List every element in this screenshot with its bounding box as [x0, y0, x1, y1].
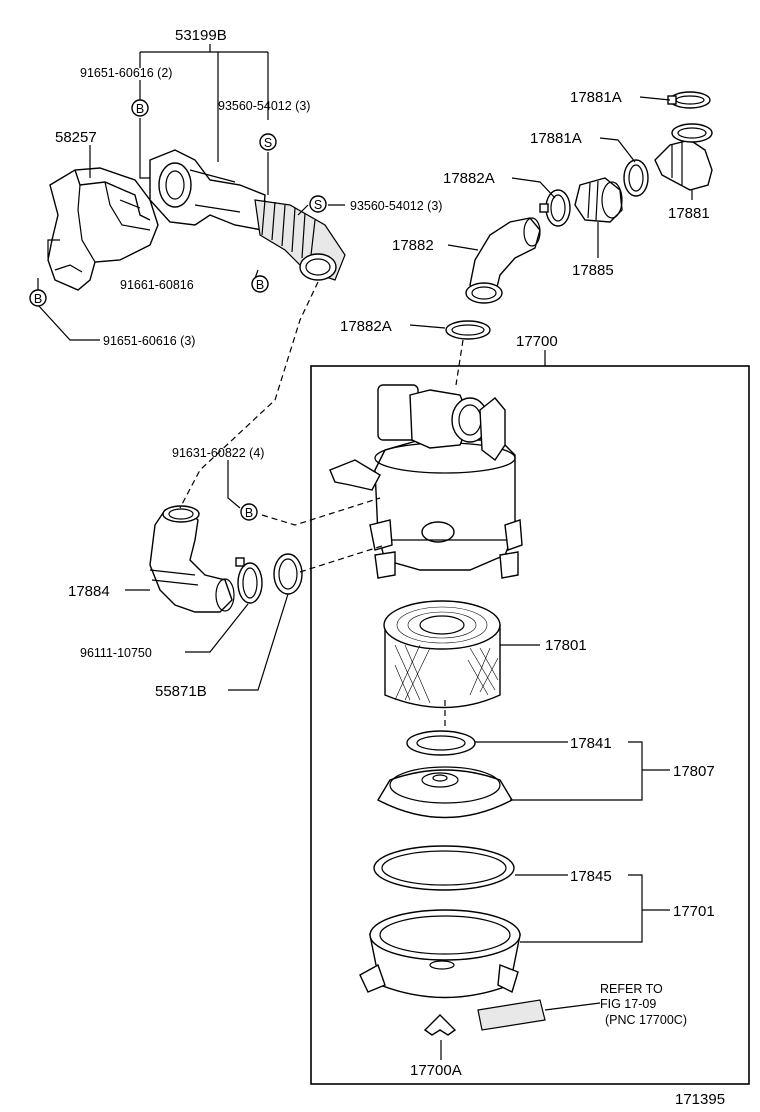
label-93560-3a: 93560-54012 (3) — [218, 99, 310, 113]
marker-b-text: B — [34, 292, 42, 306]
marker-s-1: S — [259, 133, 277, 151]
marker-b-1: B — [131, 99, 149, 117]
filter-element-17801 — [383, 600, 501, 709]
label-17701: 17701 — [673, 903, 715, 920]
label-17700a: 17700A — [410, 1062, 462, 1079]
label-17882a-bottom: 17882A — [340, 318, 392, 335]
gasket-17845 — [373, 845, 515, 891]
decal-17700c — [477, 999, 546, 1031]
clamp-96111 — [235, 557, 263, 604]
part-labels: 53199B 91651-60616 (2) 93560-54012 (3) 5… — [55, 27, 725, 1108]
marker-b-3: B — [29, 289, 47, 307]
intake-hose-53199b — [149, 149, 346, 281]
label-58257: 58257 — [55, 129, 97, 146]
label-17801: 17801 — [545, 637, 587, 654]
leader-lines — [37, 44, 693, 1060]
label-refer-line1: REFER TO — [600, 982, 663, 996]
marker-b-text: B — [136, 102, 144, 116]
marker-b-4: B — [240, 503, 258, 521]
marker-b-text: B — [256, 278, 264, 292]
label-17885: 17885 — [572, 262, 614, 279]
case-17701 — [359, 909, 521, 999]
assembly-frame — [310, 365, 750, 1085]
seal-17841 — [406, 730, 476, 756]
hose-17884 — [149, 505, 235, 613]
label-17881: 17881 — [668, 205, 710, 222]
label-17882a-top: 17882A — [443, 170, 495, 187]
label-53199b: 53199B — [175, 27, 227, 44]
marker-b-2: B — [251, 275, 269, 293]
label-17884: 17884 — [68, 583, 110, 600]
figure-number: 171395 — [675, 1091, 725, 1108]
label-17882: 17882 — [392, 237, 434, 254]
clamp-17881a-mid — [623, 159, 649, 197]
marker-s-2: S — [309, 195, 327, 213]
label-91661: 91661-60816 — [120, 278, 194, 292]
label-17881a-mid: 17881A — [530, 130, 582, 147]
marker-s-text: S — [264, 136, 272, 150]
air-cleaner-housing — [329, 384, 523, 579]
clamp-17882a-top — [539, 189, 571, 227]
label-91651-3: 91651-60616 (3) — [103, 334, 195, 348]
label-91651-2: 91651-60616 (2) — [80, 66, 172, 80]
label-refer-line2: FIG 17-09 — [600, 997, 656, 1011]
label-17881a-top: 17881A — [570, 89, 622, 106]
label-17700: 17700 — [516, 333, 558, 350]
label-17807: 17807 — [673, 763, 715, 780]
duct-58257 — [47, 167, 159, 291]
label-91631: 91631-60822 (4) — [172, 446, 264, 460]
label-96111: 96111-10750 — [80, 646, 152, 660]
elbow-hose-17881 — [654, 123, 713, 191]
label-17841: 17841 — [570, 735, 612, 752]
ring-55871b — [273, 553, 303, 595]
marker-b-text: B — [245, 506, 253, 520]
hose-17882 — [465, 217, 541, 304]
dashed-routing — [179, 281, 464, 730]
label-refer-line3: (PNC 17700C) — [605, 1013, 687, 1027]
clamp-17881a-top — [667, 91, 711, 109]
marker-s-text: S — [314, 198, 322, 212]
cap-17807 — [377, 766, 513, 819]
label-93560-3b: 93560-54012 (3) — [350, 199, 442, 213]
clamp-17882a-bottom — [445, 320, 491, 340]
wing-nut-17700a — [423, 1014, 457, 1036]
label-17845: 17845 — [570, 868, 612, 885]
sleeve-17885 — [574, 177, 623, 223]
label-55871b: 55871B — [155, 683, 207, 700]
